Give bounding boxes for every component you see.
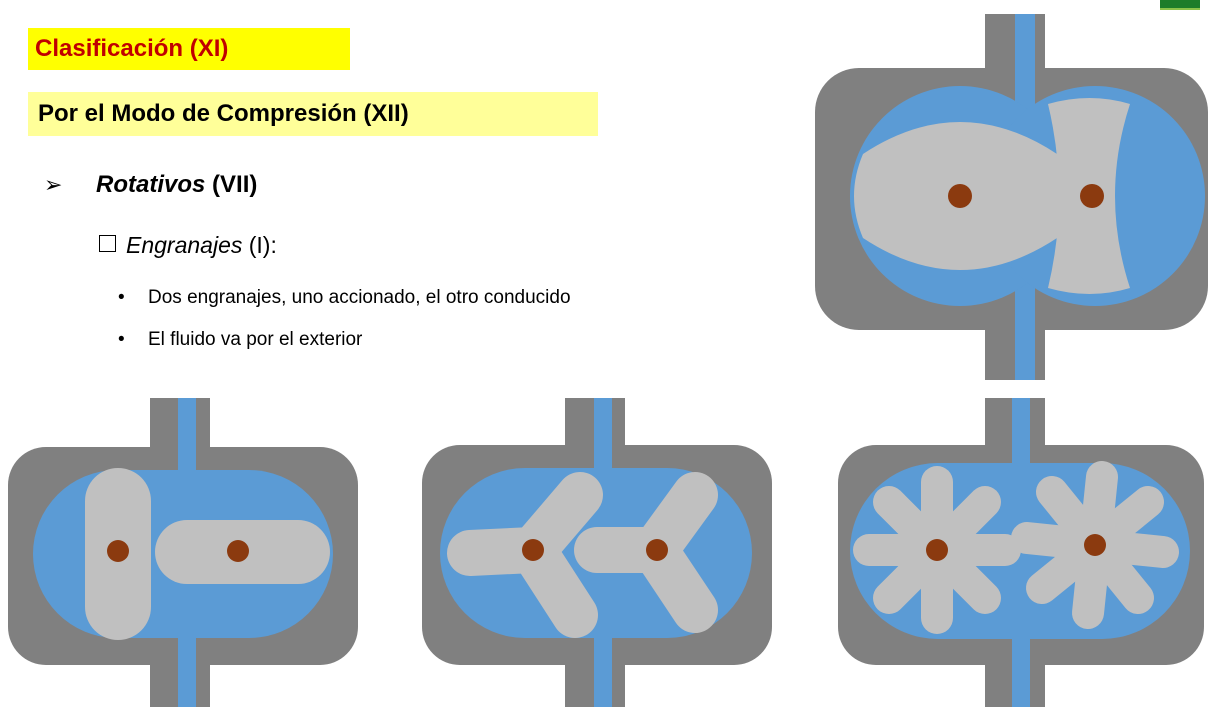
level1-name: Rotativos: [96, 171, 206, 198]
level1-item: ➢ Rotativos (VII): [44, 170, 257, 200]
bullet-text: El fluido va por el exterior: [148, 329, 363, 350]
bullet-text: Dos engranajes, uno accionado, el otro c…: [148, 287, 571, 308]
level2-suffix: (I):: [242, 232, 277, 258]
slide-subtitle: Por el Modo de Compresión (XII): [28, 92, 598, 136]
checkbox-bullet-icon: [99, 235, 116, 252]
bullet-item: • Dos engranajes, uno accionado, el otro …: [118, 285, 571, 311]
lobe-pump-diagram-vertical: [815, 14, 1208, 380]
logo-corner: [1160, 0, 1200, 10]
slide-title: Clasificación (XI): [28, 28, 350, 70]
gear-pump-diagram: [838, 398, 1204, 707]
bullet-item: • El fluido va por el exterior: [118, 327, 362, 353]
level2-name: Engranajes: [126, 232, 243, 258]
lobe-pump-diagram-three-lobe: [422, 398, 772, 707]
level2-item: Engranajes (I):: [99, 230, 277, 260]
level1-suffix: (VII): [205, 171, 258, 198]
lobe-pump-diagram-two-lobe: [8, 398, 358, 707]
arrow-bullet-icon: ➢: [44, 172, 63, 197]
bullet-dot-icon: •: [118, 287, 125, 308]
bullet-dot-icon: •: [118, 329, 125, 350]
